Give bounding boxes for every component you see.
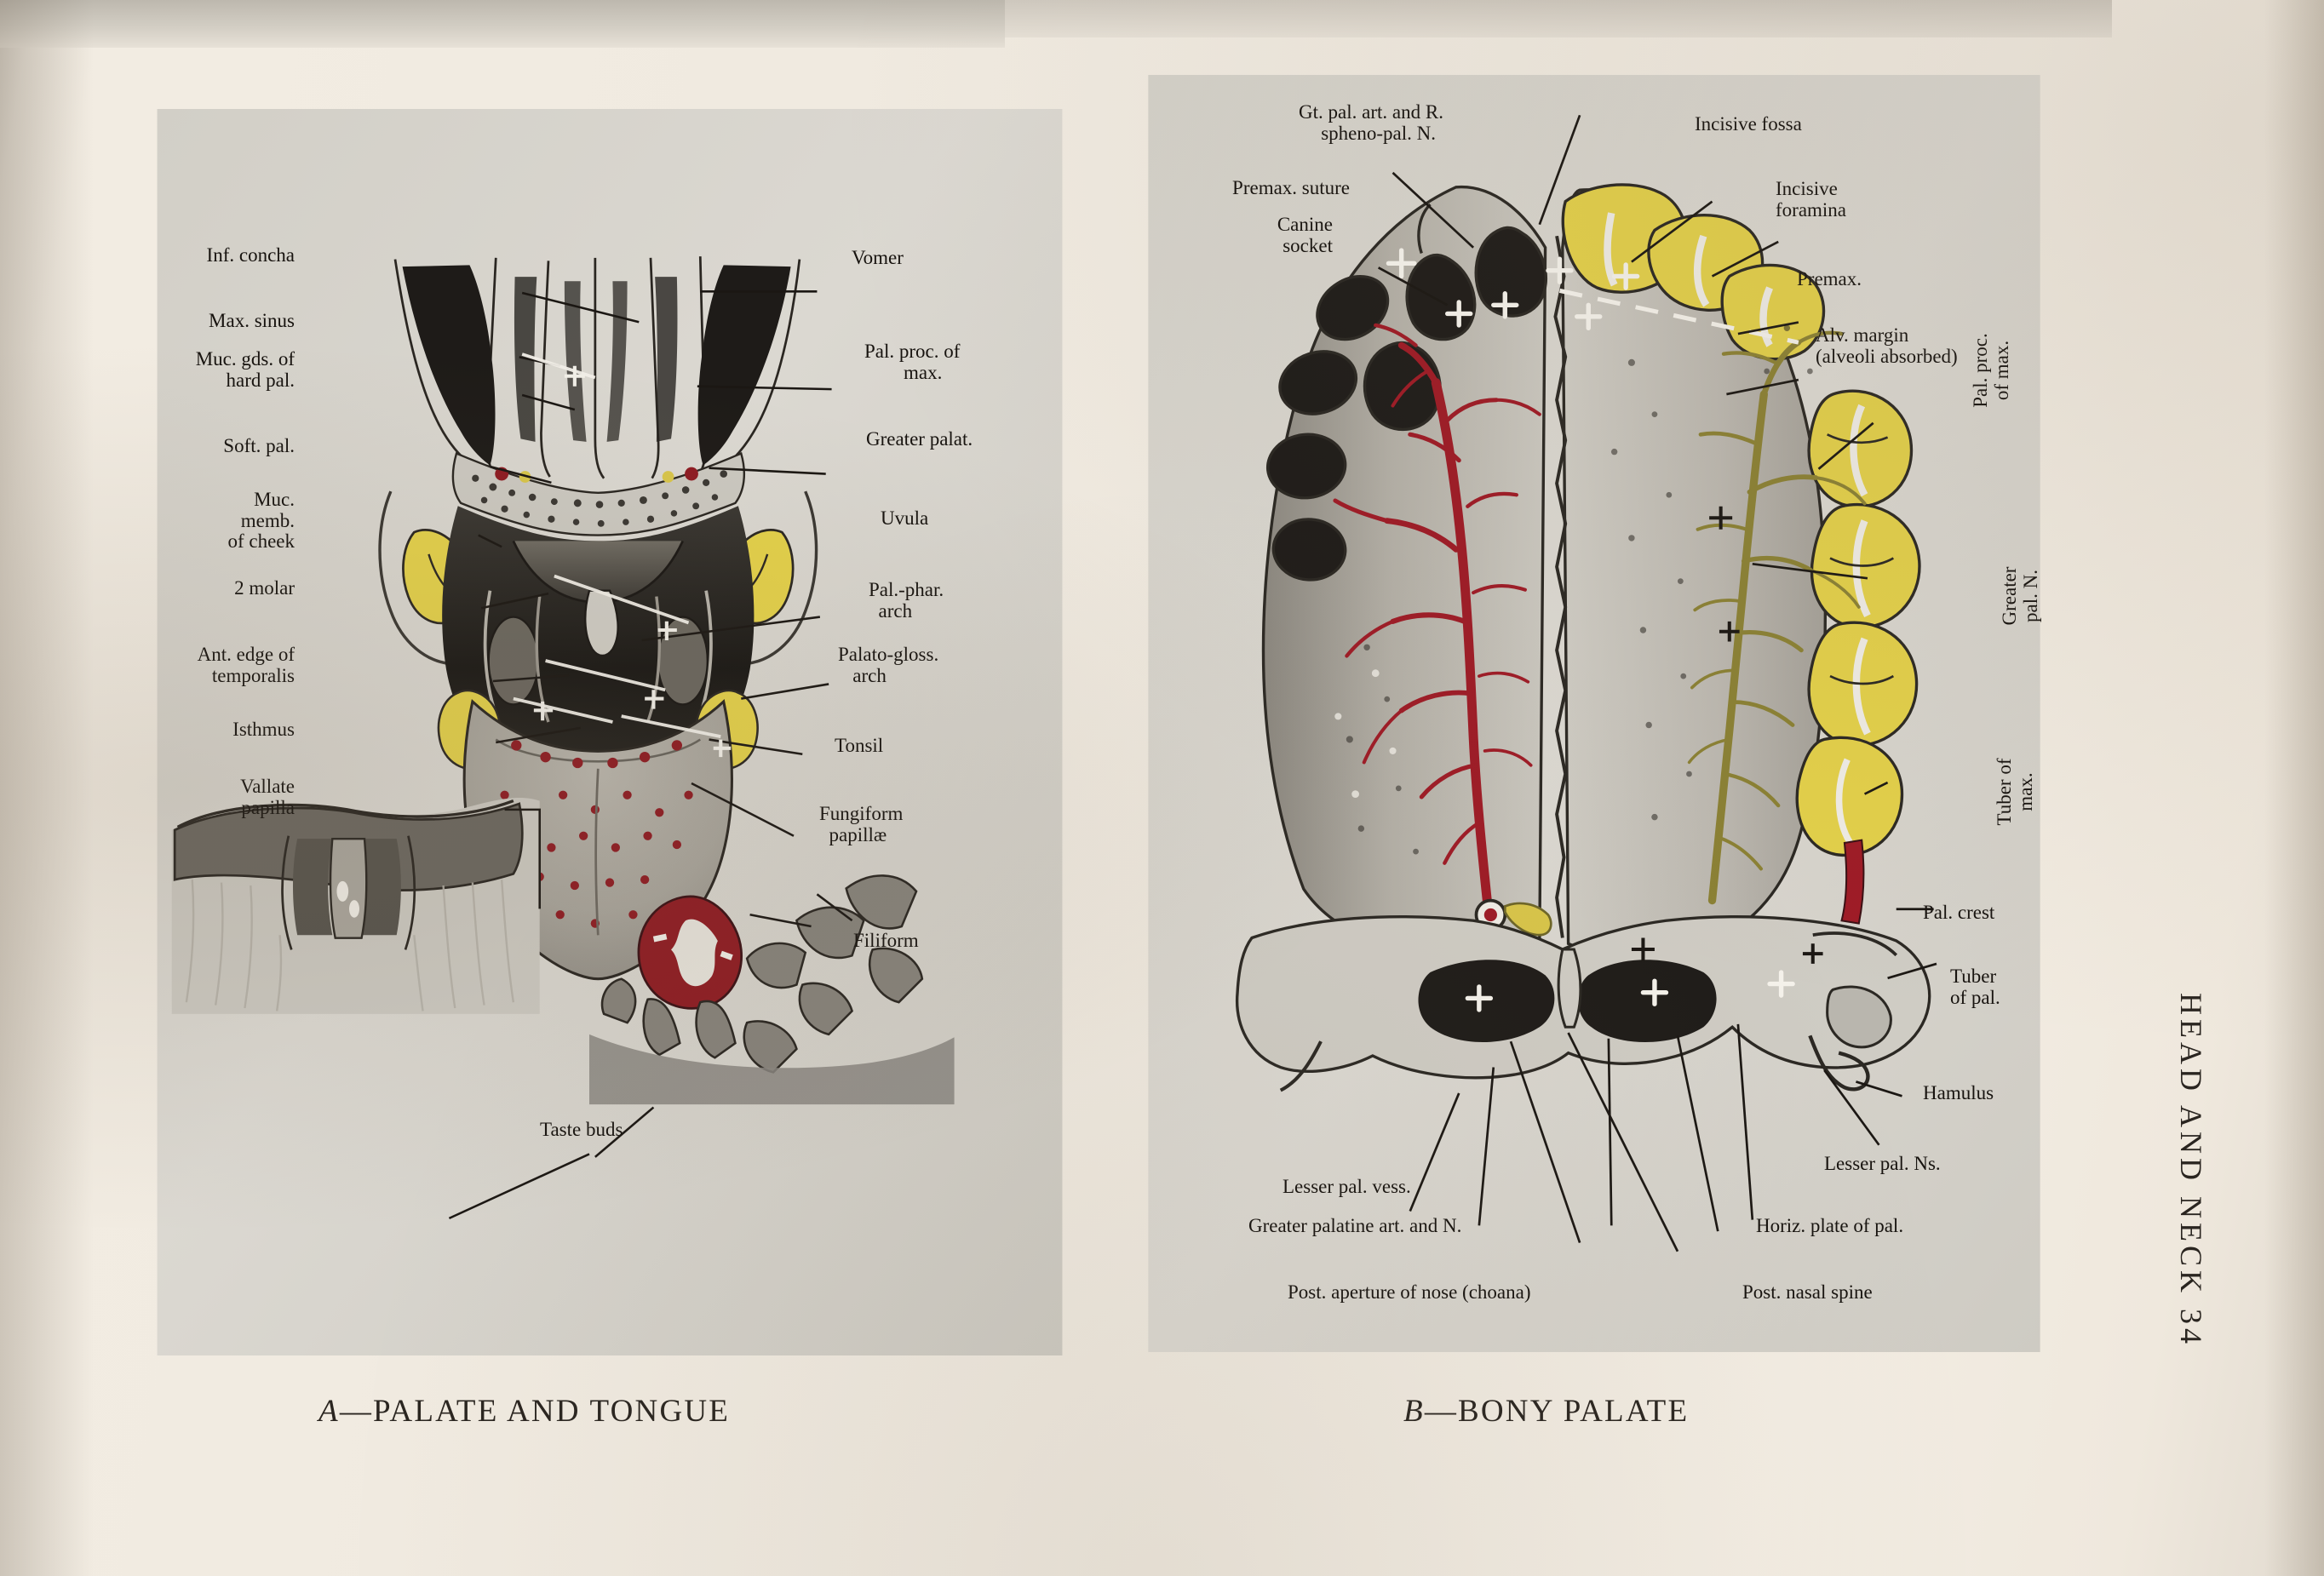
label-alv-margin: Alv. margin (alveoli absorbed)	[1816, 324, 1958, 367]
label-post-aperture-of-nose-choana: Post. aperture of nose (choana)	[1288, 1281, 1531, 1303]
label-canine-socket: Canine socket	[1277, 214, 1333, 256]
caption-figure-b: B—BONY PALATE	[1403, 1393, 1689, 1430]
label-premax-suture: Premax. suture	[1232, 177, 1350, 198]
label-inf-concha: Inf. concha	[206, 244, 295, 266]
label-hamulus: Hamulus	[1923, 1082, 1994, 1103]
label-lesser-pal-vess: Lesser pal. vess.	[1283, 1176, 1411, 1197]
figure-b-illustration	[1148, 75, 2040, 1352]
caption-figure-a: A—PALATE AND TONGUE	[318, 1393, 730, 1430]
caption-a-text: —PALATE AND TONGUE	[339, 1394, 731, 1429]
label-isthmus: Isthmus	[232, 719, 295, 740]
label-post-nasal-spine: Post. nasal spine	[1742, 1281, 1873, 1303]
label-pal-proc-of-max-rotated: Pal. proc. of max.	[1970, 333, 2012, 408]
caption-b-letter: B	[1403, 1394, 1425, 1429]
figure-a-illustration	[157, 109, 1063, 1355]
label-premax: Premax.	[1797, 268, 1862, 289]
figure-b-bony-palate	[1148, 75, 2040, 1352]
page-edge-left-shading	[0, 0, 94, 1576]
label-muc-gds-hard-pal: Muc. gds. of hard pal.	[195, 348, 295, 391]
label-tuber-of-max-rotated: Tuber of max.	[1994, 758, 2036, 826]
gutter-shadow-top-left	[0, 0, 1005, 48]
running-head-head-and-neck: HEAD AND NECK 34	[2174, 993, 2208, 1348]
label-soft-pal: Soft. pal.	[223, 435, 295, 456]
label-taste-buds: Taste buds	[540, 1119, 623, 1140]
label-greater-palat: Greater palat.	[866, 428, 973, 450]
label-muc-memb-of-cheek: Muc. memb. of cheek	[227, 489, 295, 553]
caption-b-text: —BONY PALATE	[1424, 1394, 1690, 1429]
label-uvula: Uvula	[881, 507, 929, 529]
label-palato-gloss-arch: Palato-gloss. arch	[838, 644, 939, 686]
label-filiform: Filiform	[853, 930, 919, 951]
label-2-molar: 2 molar	[234, 577, 295, 599]
label-ant-edge-of-temporalis: Ant. edge of temporalis	[197, 644, 295, 686]
page-edge-right-shading	[2264, 0, 2324, 1576]
label-vomer: Vomer	[852, 247, 904, 268]
label-horiz-plate-of-pal: Horiz. plate of pal.	[1756, 1215, 1904, 1236]
label-tonsil: Tonsil	[835, 735, 884, 756]
label-gt-pal-art-and-spheno-pal-n: Gt. pal. art. and R. spheno-pal. N.	[1299, 101, 1443, 144]
gutter-shadow-top-right	[1005, 0, 2112, 37]
label-greater-pal-n-rotated: Greater pal. N.	[1999, 566, 2041, 626]
label-max-sinus: Max. sinus	[209, 310, 295, 331]
label-incisive-fossa: Incisive fossa	[1695, 113, 1802, 135]
label-pal-crest: Pal. crest	[1923, 902, 1995, 923]
figure-a-palate-and-tongue	[157, 109, 1063, 1355]
label-incisive-foramina: Incisive foramina	[1776, 178, 1847, 221]
caption-a-letter: A	[318, 1394, 340, 1429]
label-vallate-papilla: Vallate papilla	[240, 776, 295, 818]
label-fungiform-papillae: Fungiform papillæ	[819, 803, 904, 845]
label-greater-palatine-art-and-n: Greater palatine art. and N.	[1248, 1215, 1462, 1236]
label-pal-proc-of-max: Pal. proc. of max.	[864, 341, 961, 383]
label-lesser-pal-ns: Lesser pal. Ns.	[1824, 1153, 1941, 1174]
label-pal-phar-arch: Pal.-phar. arch	[869, 579, 944, 622]
label-tuber-of-pal: Tuber of pal.	[1950, 966, 2000, 1008]
